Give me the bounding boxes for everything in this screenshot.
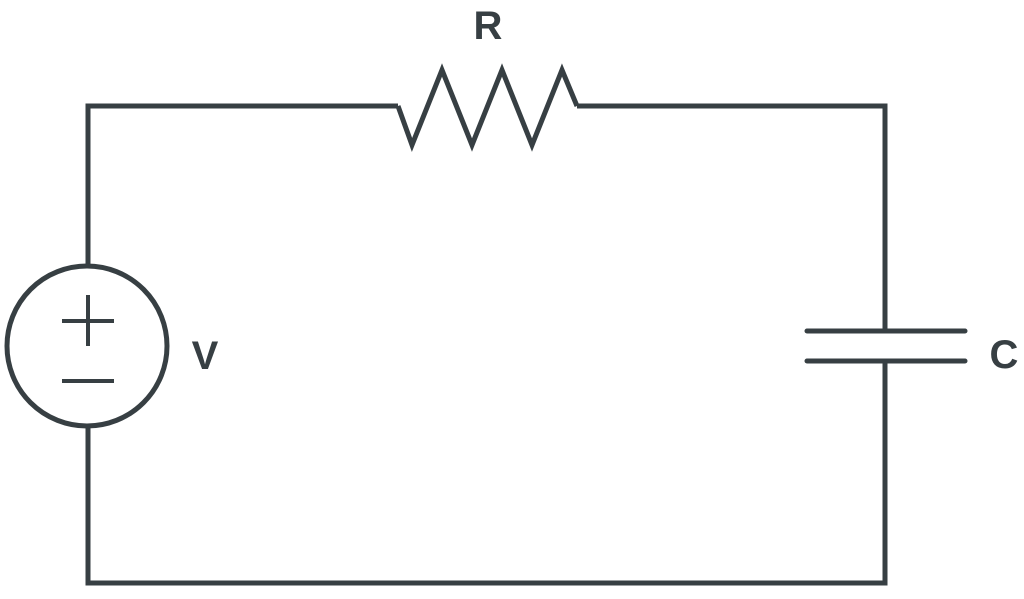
wire-source-to-resistor [85,103,398,266]
resistor-zigzag [395,63,580,153]
wire-capacitor-to-source [85,361,888,586]
circuit-wires [85,103,888,586]
voltage-source-label: V [192,334,219,378]
capacitor-label: C [990,333,1019,377]
positive-sign-icon [62,295,114,346]
capacitor: C [804,328,1019,377]
voltage-source-circle [4,263,170,429]
wire-resistor-to-capacitor [577,103,888,331]
voltage-source: V [4,263,219,429]
resistor: R [395,4,580,153]
resistor-label: R [474,4,503,48]
